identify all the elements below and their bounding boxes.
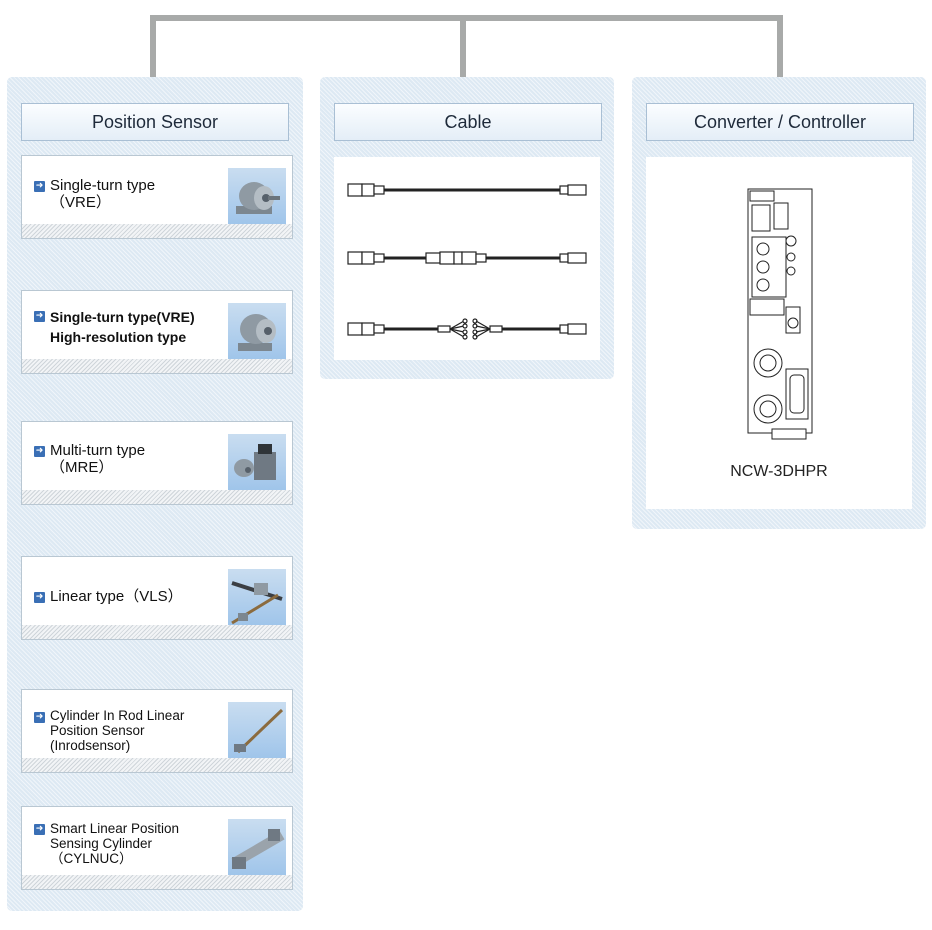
converter-heading-text: Converter / Controller (693, 111, 867, 132)
arrow-right-icon: ➜ (34, 446, 45, 457)
cable-heading: Cable (334, 103, 602, 141)
converter-unit-drawing (747, 188, 813, 440)
sensor-card-single-turn[interactable]: ➜ Single-turn type （VRE） (21, 155, 293, 239)
sensor-card-label: Cylinder In Rod Linear Position Sensor (… (50, 708, 185, 753)
cable-diagram (347, 183, 587, 340)
sensor-card-inrodsensor[interactable]: ➜ Cylinder In Rod Linear Position Sensor… (21, 689, 293, 773)
single-turn-sensor-photo (228, 168, 286, 226)
cable-extension-icon (347, 251, 587, 265)
connector-left-drop (150, 15, 156, 77)
position-sensor-heading-text: Position Sensor (91, 111, 219, 132)
sensor-card-multi-turn[interactable]: ➜ Multi-turn type （MRE） (21, 421, 293, 505)
connector-top-line (150, 15, 783, 21)
connector-middle-drop (460, 15, 466, 77)
converter-product-name: NCW-3DHPR (730, 463, 828, 480)
converter-heading: Converter / Controller (646, 103, 914, 141)
converter-column: Converter / Controller (632, 77, 926, 529)
arrow-right-icon: ➜ (34, 311, 45, 322)
sensor-card-label: Smart Linear Position Sensing Cylinder （… (50, 821, 180, 866)
position-sensor-column: Position Sensor ➜ Single-turn type （VRE）… (7, 77, 303, 911)
high-resolution-sensor-photo (228, 303, 286, 361)
cable-column: Cable (320, 77, 614, 379)
sensor-card-label: Multi-turn type （MRE） (50, 442, 146, 476)
sensor-card-linear[interactable]: ➜ Linear type（VLS） (21, 556, 293, 640)
linear-sensor-photo (228, 569, 286, 627)
converter-image-panel: NCW-3DHPR (646, 157, 912, 509)
sensor-card-label: Single-turn type(VRE) High-resolution ty… (50, 309, 195, 345)
arrow-right-icon: ➜ (34, 592, 45, 603)
inrodsensor-photo (228, 702, 286, 760)
connector-right-drop (777, 15, 783, 77)
sensor-card-label: Linear type（VLS） (50, 588, 183, 605)
arrow-right-icon: ➜ (34, 824, 45, 835)
sensor-card-label: Single-turn type （VRE） (50, 177, 156, 211)
position-sensor-heading: Position Sensor (21, 103, 289, 141)
cable-image-panel (334, 157, 600, 360)
cable-heading-text: Cable (444, 111, 492, 132)
sensor-card-high-resolution[interactable]: ➜ Single-turn type(VRE) High-resolution … (21, 290, 293, 374)
cable-straight-icon (347, 183, 587, 197)
cylnuc-cylinder-photo (228, 819, 286, 877)
multi-turn-sensor-photo (228, 434, 286, 492)
arrow-right-icon: ➜ (34, 712, 45, 723)
sensor-card-cylnuc[interactable]: ➜ Smart Linear Position Sensing Cylinder… (21, 806, 293, 890)
cable-split-icon (347, 318, 587, 340)
arrow-right-icon: ➜ (34, 181, 45, 192)
